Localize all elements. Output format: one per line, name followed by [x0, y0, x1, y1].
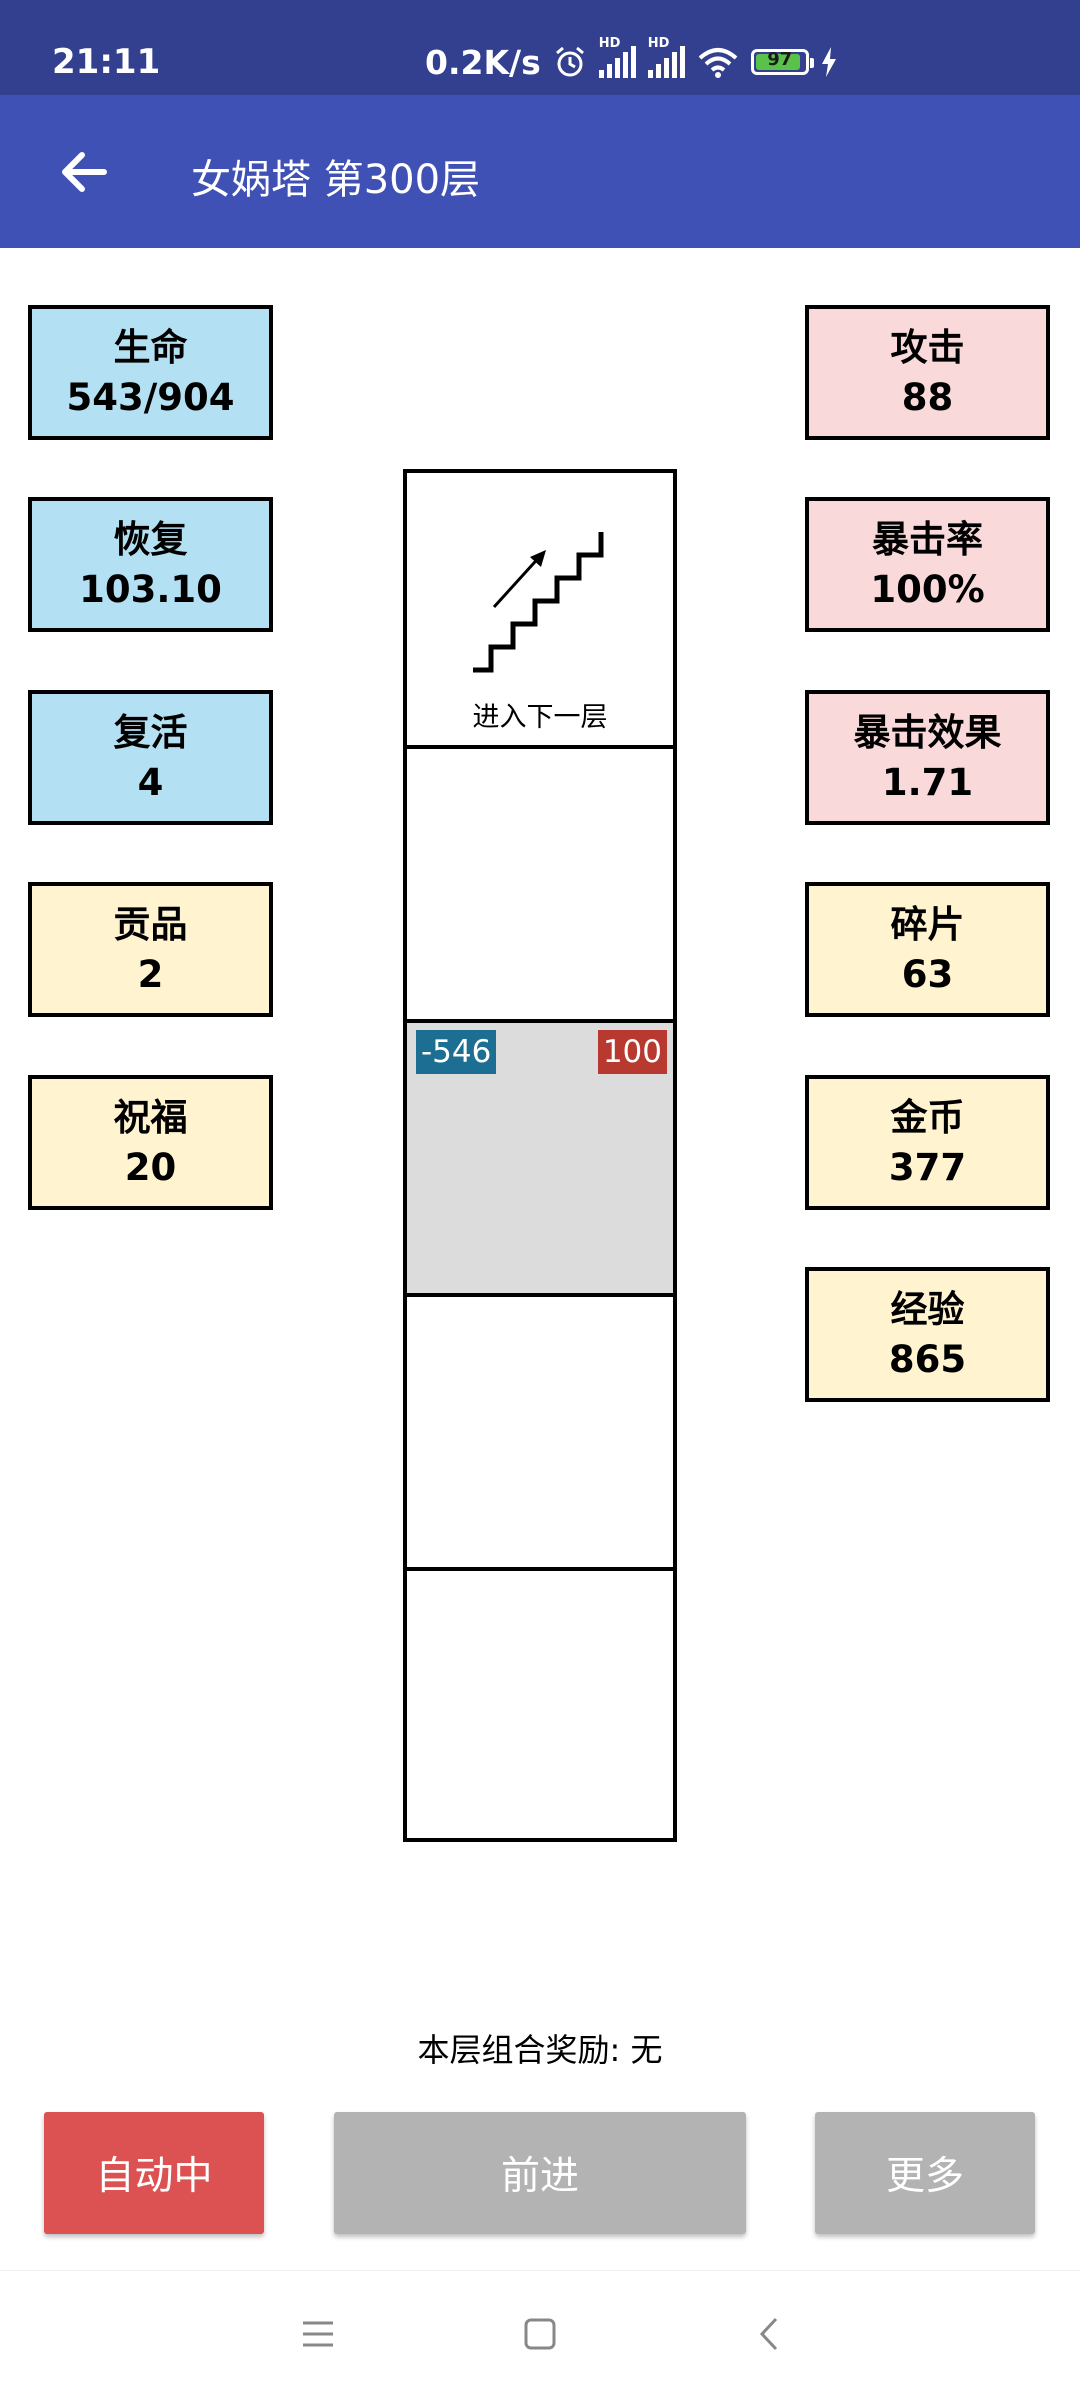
arrow-left-icon — [62, 152, 107, 192]
stat-label: 碎片 — [890, 902, 965, 946]
stat-label: 贡品 — [113, 902, 188, 946]
stat-value: 377 — [888, 1145, 967, 1189]
stat-label: 金币 — [890, 1095, 965, 1139]
status-icons: 0.2K/s HD HD 97 — [425, 36, 837, 84]
stat-hp: 生命 543/904 — [28, 305, 273, 440]
stat-crit-rate: 暴击率 100% — [805, 497, 1050, 632]
menu-icon[interactable] — [300, 2316, 336, 2352]
signal-icon: HD — [647, 36, 685, 78]
alarm-icon — [555, 46, 584, 77]
enemy-hp-badge: -546 — [416, 1030, 497, 1074]
stat-label: 复活 — [113, 710, 188, 754]
wifi-icon — [698, 48, 738, 78]
stat-regen: 恢复 103.10 — [28, 497, 273, 632]
stat-label: 暴击效果 — [853, 710, 1002, 754]
stat-value: 1.71 — [881, 760, 974, 804]
tower-cell-empty[interactable] — [407, 745, 673, 1019]
stat-fragments: 碎片 63 — [805, 882, 1050, 1017]
auto-button[interactable]: 自动中 — [44, 2112, 264, 2234]
back-icon[interactable] — [752, 2316, 788, 2352]
stat-label: 攻击 — [890, 325, 965, 369]
stat-label: 祝福 — [113, 1095, 188, 1139]
stat-label: 恢复 — [113, 517, 188, 561]
status-bar: 21:11 0.2K/s HD HD 97 — [0, 0, 1080, 95]
more-button[interactable]: 更多 — [815, 2112, 1035, 2234]
enemy-cell[interactable]: -546 100 — [407, 1019, 673, 1293]
charging-icon — [821, 47, 836, 77]
app-bar: 女娲塔 第300层 — [0, 95, 1080, 248]
stat-value: 543/904 — [66, 375, 235, 419]
stat-tribute: 贡品 2 — [28, 882, 273, 1017]
stat-value: 103.10 — [79, 567, 222, 611]
status-time: 21:11 — [52, 42, 161, 82]
floor-reward-text: 本层组合奖励: 无 — [417, 2031, 663, 2069]
tower: 进入下一层 -546 100 — [403, 469, 677, 1842]
stat-blessing: 祝福 20 — [28, 1075, 273, 1210]
navigation-bar — [0, 2270, 1080, 2401]
next-floor-cell[interactable]: 进入下一层 — [407, 473, 673, 745]
home-icon[interactable] — [522, 2316, 558, 2352]
stat-attack: 攻击 88 — [805, 305, 1050, 440]
tower-cell-empty[interactable] — [407, 1567, 673, 1838]
stat-value: 100% — [870, 567, 985, 611]
forward-button[interactable]: 前进 — [334, 2112, 746, 2234]
hd-label: HD — [598, 36, 621, 51]
stat-gold: 金币 377 — [805, 1075, 1050, 1210]
stat-label: 暴击率 — [872, 517, 983, 561]
stat-value: 865 — [888, 1337, 967, 1381]
network-speed: 0.2K/s — [425, 42, 541, 82]
stat-crit-effect: 暴击效果 1.71 — [805, 690, 1050, 825]
next-floor-label: 进入下一层 — [472, 702, 608, 733]
stat-revive: 复活 4 — [28, 690, 273, 825]
stat-label: 生命 — [113, 325, 188, 369]
stat-value: 20 — [124, 1145, 177, 1189]
signal-icon: HD — [598, 36, 636, 78]
stat-value: 88 — [901, 375, 954, 419]
back-button[interactable] — [52, 137, 122, 207]
stat-label: 经验 — [890, 1287, 965, 1331]
enemy-attack-badge: 100 — [597, 1030, 667, 1074]
hd-label: HD — [647, 36, 670, 51]
stat-value: 2 — [137, 952, 164, 996]
page-title: 女娲塔 第300层 — [191, 157, 481, 203]
stat-value: 63 — [901, 952, 954, 996]
stat-exp: 经验 865 — [805, 1267, 1050, 1402]
stat-value: 4 — [137, 760, 164, 804]
battery-icon: 97 — [750, 49, 814, 75]
stairs-icon — [473, 532, 604, 673]
battery-level: 97 — [767, 49, 793, 70]
tower-cell-empty[interactable] — [407, 1293, 673, 1567]
